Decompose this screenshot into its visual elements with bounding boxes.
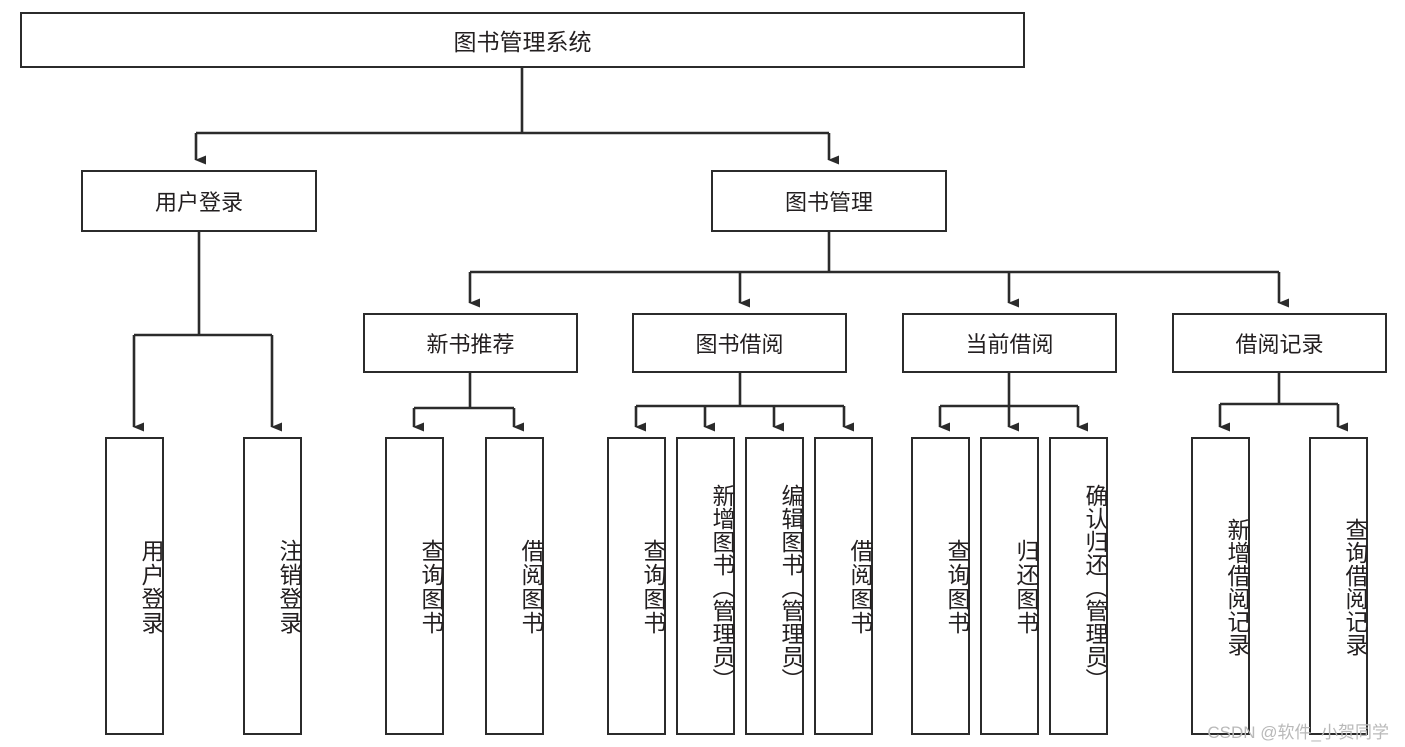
leaf-book-borrow-add-label: 新增图书（管理员） — [709, 483, 735, 691]
leaf-book-borrow-query[interactable]: 查询图书 — [607, 437, 666, 735]
leaf-book-borrow-borrow[interactable]: 借阅图书 — [814, 437, 873, 735]
node-book-borrow[interactable]: 图书借阅 — [632, 313, 847, 373]
leaf-current-borrow-confirm[interactable]: 确认归还（管理员） — [1049, 437, 1108, 735]
node-root-system-label: 图书管理系统 — [453, 29, 592, 55]
node-current-borrow[interactable]: 当前借阅 — [902, 313, 1117, 373]
node-book-management[interactable]: 图书管理 — [711, 170, 947, 232]
leaf-user-login-signout[interactable]: 注销登录 — [243, 437, 302, 735]
leaf-user-login-signin-label: 用户登录 — [138, 539, 164, 635]
leaf-current-borrow-confirm-label: 确认归还（管理员） — [1082, 483, 1108, 691]
leaf-new-book-borrow[interactable]: 借阅图书 — [485, 437, 544, 735]
node-user-login[interactable]: 用户登录 — [81, 170, 317, 232]
leaf-current-borrow-return[interactable]: 归还图书 — [980, 437, 1039, 735]
leaf-book-borrow-query-label: 查询图书 — [640, 539, 666, 635]
node-book-management-label: 图书管理 — [784, 190, 873, 215]
leaf-new-book-query[interactable]: 查询图书 — [385, 437, 444, 735]
leaf-user-login-signin[interactable]: 用户登录 — [105, 437, 164, 735]
leaf-current-borrow-query[interactable]: 查询图书 — [911, 437, 970, 735]
leaf-current-borrow-return-label: 归还图书 — [1013, 539, 1039, 635]
leaf-borrow-record-add-label: 新增借阅记录 — [1224, 518, 1250, 656]
leaf-book-borrow-borrow-label: 借阅图书 — [847, 539, 873, 635]
node-borrow-record[interactable]: 借阅记录 — [1172, 313, 1387, 373]
node-book-borrow-label: 图书借阅 — [695, 332, 784, 357]
csdn-watermark: CSDN @软件_小贺同学 — [1207, 723, 1389, 742]
leaf-book-borrow-add[interactable]: 新增图书（管理员） — [676, 437, 735, 735]
node-borrow-record-label: 借阅记录 — [1235, 332, 1324, 357]
leaf-user-login-signout-label: 注销登录 — [276, 539, 302, 635]
leaf-borrow-record-add[interactable]: 新增借阅记录 — [1191, 437, 1250, 735]
leaf-new-book-query-label: 查询图书 — [418, 539, 444, 635]
node-new-book-recommend-label: 新书推荐 — [426, 332, 515, 357]
leaf-borrow-record-query[interactable]: 查询借阅记录 — [1309, 437, 1368, 735]
leaf-borrow-record-query-label: 查询借阅记录 — [1342, 518, 1368, 656]
node-current-borrow-label: 当前借阅 — [965, 332, 1054, 357]
node-root-system[interactable]: 图书管理系统 — [20, 12, 1025, 68]
node-new-book-recommend[interactable]: 新书推荐 — [363, 313, 578, 373]
leaf-book-borrow-edit-label: 编辑图书（管理员） — [778, 483, 804, 691]
leaf-book-borrow-edit[interactable]: 编辑图书（管理员） — [745, 437, 804, 735]
leaf-new-book-borrow-label: 借阅图书 — [518, 539, 544, 635]
leaf-current-borrow-query-label: 查询图书 — [944, 539, 970, 635]
node-user-login-label: 用户登录 — [154, 190, 243, 215]
